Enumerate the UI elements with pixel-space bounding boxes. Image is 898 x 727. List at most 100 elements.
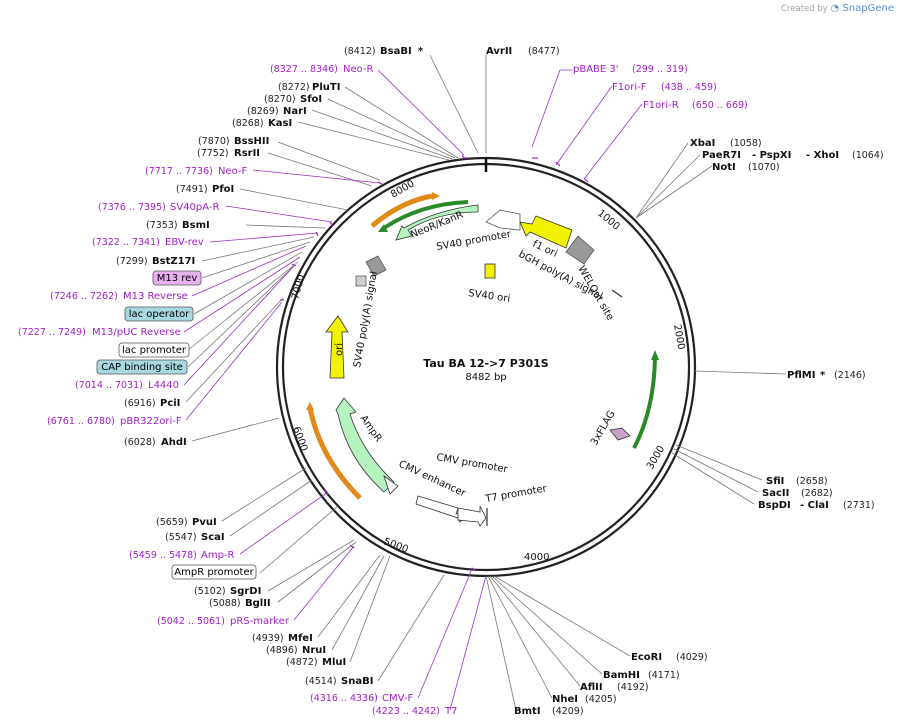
- feature-box-lac-operator: [124, 306, 194, 322]
- primer-f1orir-pos: (650 .. 669): [692, 100, 748, 111]
- site-aflii: AflII: [580, 682, 603, 693]
- site-mfei: MfeI: [288, 633, 313, 644]
- flag-tag-arrow: [609, 427, 631, 441]
- site-noti-pos: (1070): [748, 162, 780, 173]
- site-ecori: EcoRI: [631, 652, 662, 663]
- tick-4000: 4000: [524, 552, 549, 563]
- orange-feature-top: [370, 193, 433, 228]
- primer-m13puc: M13/pUC Reverse: [92, 327, 181, 338]
- tick-7000: 7000: [290, 273, 307, 300]
- primer-neof: Neo-F: [218, 166, 248, 177]
- f1-ori-arrow: [519, 215, 573, 249]
- green-feature-right: [632, 357, 657, 449]
- primer-m13reverse: M13 Reverse: [123, 291, 188, 302]
- site-pflmi-pos: (2146): [834, 370, 866, 381]
- site-pflmi: PflMI: [787, 370, 815, 381]
- site-xbai-pos: (1058): [730, 138, 762, 149]
- tick-5000: 5000: [382, 536, 410, 555]
- primer-ebvrev: EBV-rev: [165, 237, 204, 248]
- site-paer7i: PaeR7I: [702, 150, 741, 161]
- site-bsmi: BsmI: [182, 220, 210, 231]
- site-pvui: PvuI: [192, 517, 217, 528]
- site-bsabi-pos: (8412): [344, 46, 376, 57]
- site-clai: - ClaI: [800, 500, 829, 511]
- primer-m13reverse-pos: (7246 .. 7262): [50, 291, 118, 302]
- welqut-mark: [611, 289, 623, 298]
- snapgene-logo: ◔ SnapGene: [830, 3, 894, 14]
- site-sacii-pos: (2682): [801, 488, 833, 499]
- site-nari: NarI: [283, 106, 307, 117]
- site-pspxi: - PspXI: [752, 150, 791, 161]
- site-bspdi-pos: (2731): [843, 500, 875, 511]
- site-bstz17i-pos: (7299): [116, 256, 148, 267]
- site-bsshii-pos: (7870): [198, 136, 230, 147]
- site-sfoi: SfoI: [300, 94, 322, 105]
- site-snabi: SnaBI: [341, 676, 373, 687]
- credit-prefix: Created by: [781, 4, 828, 14]
- primer-t7: T7: [444, 706, 457, 717]
- site-pcii: PciI: [160, 398, 180, 409]
- ampr-arrow: [335, 397, 395, 493]
- site-bmti: BmtI: [514, 706, 541, 717]
- site-pvui-pos: (5659): [156, 517, 188, 528]
- ampr-label: AmpR: [358, 413, 384, 444]
- primer-neor-pos: (8327 .. 8346): [270, 64, 338, 75]
- primer-sv40pa: SV40pA-R: [170, 202, 219, 213]
- primer-f1orir: F1ori-R: [643, 100, 679, 111]
- primer-pbr322-pos: (6761 .. 6780): [47, 416, 115, 427]
- feature-ampr-promoter: AmpR promoter: [174, 567, 254, 578]
- site-nari-pos: (8269): [247, 106, 279, 117]
- site-nrui-pos: (4896): [266, 645, 298, 656]
- site-bmti-pos: (4209): [552, 706, 584, 717]
- primer-sv40pa-pos: (7376 .. 7395): [98, 202, 166, 213]
- site-bstz17i: BstZ17I: [152, 256, 195, 267]
- primer-m13puc-pos: (7227 .. 7249): [18, 327, 86, 338]
- feature-lac-promoter: lac promoter: [122, 345, 187, 356]
- site-paer7i-pos: (1064): [852, 150, 884, 161]
- small-feature-box: [355, 275, 367, 287]
- primer-t7-pos: (4223 .. 4242): [372, 706, 440, 717]
- green-feature-top: [382, 200, 469, 230]
- sv40-ori-label: SV40 ori: [468, 288, 511, 305]
- orange-feature-top-arrow: [432, 192, 440, 200]
- site-mlui-pos: (4872): [286, 657, 318, 668]
- site-rsrii: RsrII: [234, 148, 260, 159]
- feature-box-cap-binding: [96, 359, 188, 375]
- primer-l4440-pos: (7014 .. 7031): [75, 380, 143, 391]
- site-pflmi-star: *: [820, 370, 826, 381]
- site-nhei: NheI: [552, 694, 578, 705]
- primer-cmvf: CMV-F: [382, 693, 413, 704]
- primer-ampr-pos: (5459 .. 5478): [129, 550, 197, 561]
- site-ahdi-pos: (6028): [124, 437, 156, 448]
- primer-prs-pos: (5042 .. 5061): [157, 616, 225, 627]
- site-avrii-pos: (8477): [528, 46, 560, 57]
- welqut-label: WELQut site: [575, 264, 615, 322]
- site-bglii: BglII: [245, 598, 271, 609]
- leader-lines: [183, 54, 787, 711]
- site-snabi-pos: (4514): [305, 676, 337, 687]
- snapgene-credit: Created by ◔ SnapGene: [781, 3, 894, 14]
- green-feature-top-arrow: [378, 224, 388, 232]
- primer-pbabe-pos: (299 .. 319): [632, 64, 688, 75]
- site-bsabi: BsaBI: [380, 46, 412, 57]
- site-sgrdi: SgrDI: [230, 586, 261, 597]
- site-avrii: AvrII: [486, 46, 512, 57]
- site-bsshii: BssHII: [234, 136, 269, 147]
- tick-2000: 2000: [671, 324, 686, 351]
- feature-box-m13rev: [152, 270, 202, 286]
- primer-neor: Neo-R: [343, 64, 374, 75]
- ampr-promoter-arrow: [383, 474, 399, 495]
- plasmid-size: 8482 bp: [465, 372, 506, 383]
- primer-f1orif: F1ori-F: [612, 82, 647, 93]
- site-pfoi-pos: (7491): [176, 184, 208, 195]
- primer-neof-pos: (7717 .. 7736): [145, 166, 213, 177]
- site-ahdi: AhdI: [161, 437, 187, 448]
- site-bamhi-pos: (4171): [648, 670, 680, 681]
- site-nhei-pos: (4205): [585, 694, 617, 705]
- cmv-promoter-label: CMV promoter: [435, 452, 509, 475]
- site-noti: NotI: [712, 162, 736, 173]
- orange-feature-left: [307, 407, 362, 500]
- sv40-polya-box: [365, 255, 387, 277]
- primer-pbabe: pBABE 3': [573, 64, 619, 75]
